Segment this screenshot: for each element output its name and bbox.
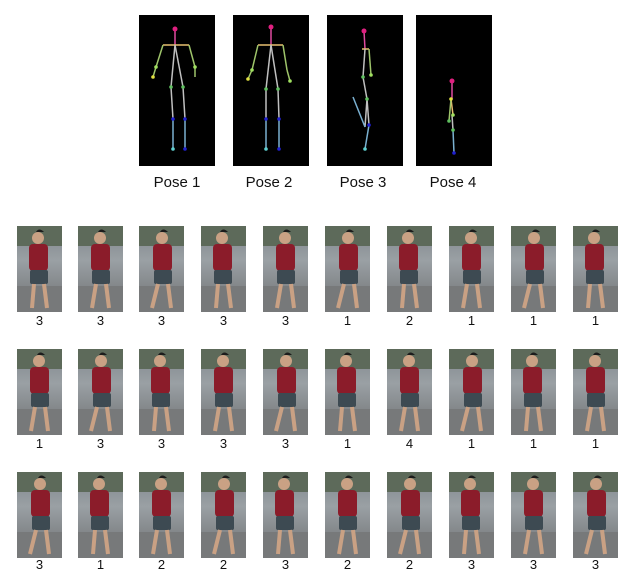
pose-class-label: 1 [591, 313, 600, 328]
pose-class-label: 1 [35, 436, 44, 451]
person-crop [573, 349, 618, 435]
person-crop [449, 226, 494, 312]
person-crop [325, 349, 370, 435]
person-crop [17, 472, 62, 558]
pose-class-label: 4 [405, 436, 414, 451]
pose-4-label: Pose 4 [429, 174, 477, 191]
pose-class-label: 1 [467, 436, 476, 451]
pose-class-label: 3 [157, 436, 166, 451]
person-crop [201, 349, 246, 435]
pose-2-skeleton [233, 15, 309, 166]
person-crop [387, 226, 432, 312]
person-crop [139, 226, 184, 312]
pose-1-skeleton [139, 15, 215, 166]
person-crop [387, 472, 432, 558]
pose-class-label: 3 [157, 313, 166, 328]
person-crop [17, 226, 62, 312]
person-crop [263, 472, 308, 558]
person-crop [139, 472, 184, 558]
pose-class-label: 1 [343, 436, 352, 451]
person-crop [17, 349, 62, 435]
pose-class-label: 3 [281, 313, 290, 328]
person-crop [263, 349, 308, 435]
pose-class-label: 3 [281, 557, 290, 572]
pose-class-label: 2 [219, 557, 228, 572]
pose-2-label: Pose 2 [245, 174, 293, 191]
pose-class-label: 1 [529, 313, 538, 328]
pose-1-label: Pose 1 [153, 174, 201, 191]
pose-class-label: 1 [591, 436, 600, 451]
person-crop [387, 349, 432, 435]
pose-class-label: 3 [219, 313, 228, 328]
person-crop [263, 226, 308, 312]
person-crop [511, 349, 556, 435]
person-crop [573, 472, 618, 558]
person-crop [449, 349, 494, 435]
person-crop [201, 472, 246, 558]
person-crop [139, 349, 184, 435]
pose-class-label: 2 [405, 557, 414, 572]
pose-class-label: 3 [529, 557, 538, 572]
person-crop [201, 226, 246, 312]
person-crop [573, 226, 618, 312]
pose-class-label: 1 [343, 313, 352, 328]
pose-class-label: 3 [219, 436, 228, 451]
pose-class-label: 3 [35, 313, 44, 328]
person-crop [78, 472, 123, 558]
pose-class-label: 2 [157, 557, 166, 572]
person-crop [511, 472, 556, 558]
pose-class-label: 3 [96, 436, 105, 451]
pose-class-label: 3 [281, 436, 290, 451]
pose-class-label: 3 [467, 557, 476, 572]
pose-3-skeleton [327, 15, 403, 166]
pose-class-label: 2 [343, 557, 352, 572]
pose-4-skeleton [416, 15, 492, 166]
pose-class-label: 2 [405, 313, 414, 328]
pose-class-label: 3 [96, 313, 105, 328]
pose-class-label: 1 [529, 436, 538, 451]
person-crop [325, 226, 370, 312]
person-crop [78, 226, 123, 312]
pose-class-label: 1 [96, 557, 105, 572]
pose-class-label: 3 [35, 557, 44, 572]
person-crop [78, 349, 123, 435]
person-crop [449, 472, 494, 558]
pose-class-label: 3 [591, 557, 600, 572]
person-crop [511, 226, 556, 312]
person-crop [325, 472, 370, 558]
pose-3-label: Pose 3 [339, 174, 387, 191]
pose-class-label: 1 [467, 313, 476, 328]
